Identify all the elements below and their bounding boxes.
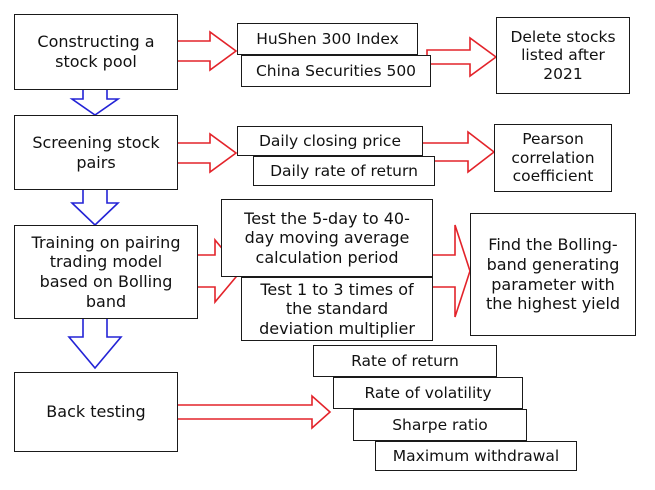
box-hushen-index: HuShen 300 Index — [237, 23, 418, 55]
box-daily-return: Daily rate of return — [253, 156, 435, 186]
box-find-param: Find the Bolling-band generating paramet… — [470, 213, 636, 336]
box-construct-pool: Constructing a stock pool — [14, 14, 178, 90]
box-delete-stocks: Delete stocks listed after 2021 — [496, 17, 630, 94]
box-test-std: Test 1 to 3 times of the standard deviat… — [241, 277, 433, 341]
arrow-backtest-to-metrics — [176, 394, 332, 430]
box-closing-price: Daily closing price — [237, 126, 423, 156]
box-training: Training on pairing trading model based … — [14, 225, 198, 319]
box-pearson: Pearson correlation coefficient — [494, 124, 612, 192]
arrow-screening-to-price — [176, 132, 238, 174]
arrow-down-1 — [69, 88, 121, 116]
box-screening: Screening stock pairs — [14, 115, 178, 190]
arrow-index-to-delete — [426, 36, 498, 78]
box-china-securities: China Securities 500 — [241, 55, 431, 87]
arrow-pool-to-index — [176, 30, 238, 72]
box-test-ma: Test the 5-day to 40-day moving average … — [221, 199, 433, 277]
arrow-down-3 — [67, 317, 123, 370]
arrow-training-to-tests — [196, 237, 243, 305]
box-max-withdrawal: Maximum withdrawal — [375, 441, 577, 471]
arrow-down-2 — [70, 188, 120, 227]
arrow-tests-to-find — [431, 224, 471, 318]
box-back-testing: Back testing — [14, 372, 178, 452]
box-rate-volatility: Rate of volatility — [333, 377, 523, 409]
box-sharpe: Sharpe ratio — [353, 409, 527, 441]
box-rate-return: Rate of return — [313, 345, 497, 377]
